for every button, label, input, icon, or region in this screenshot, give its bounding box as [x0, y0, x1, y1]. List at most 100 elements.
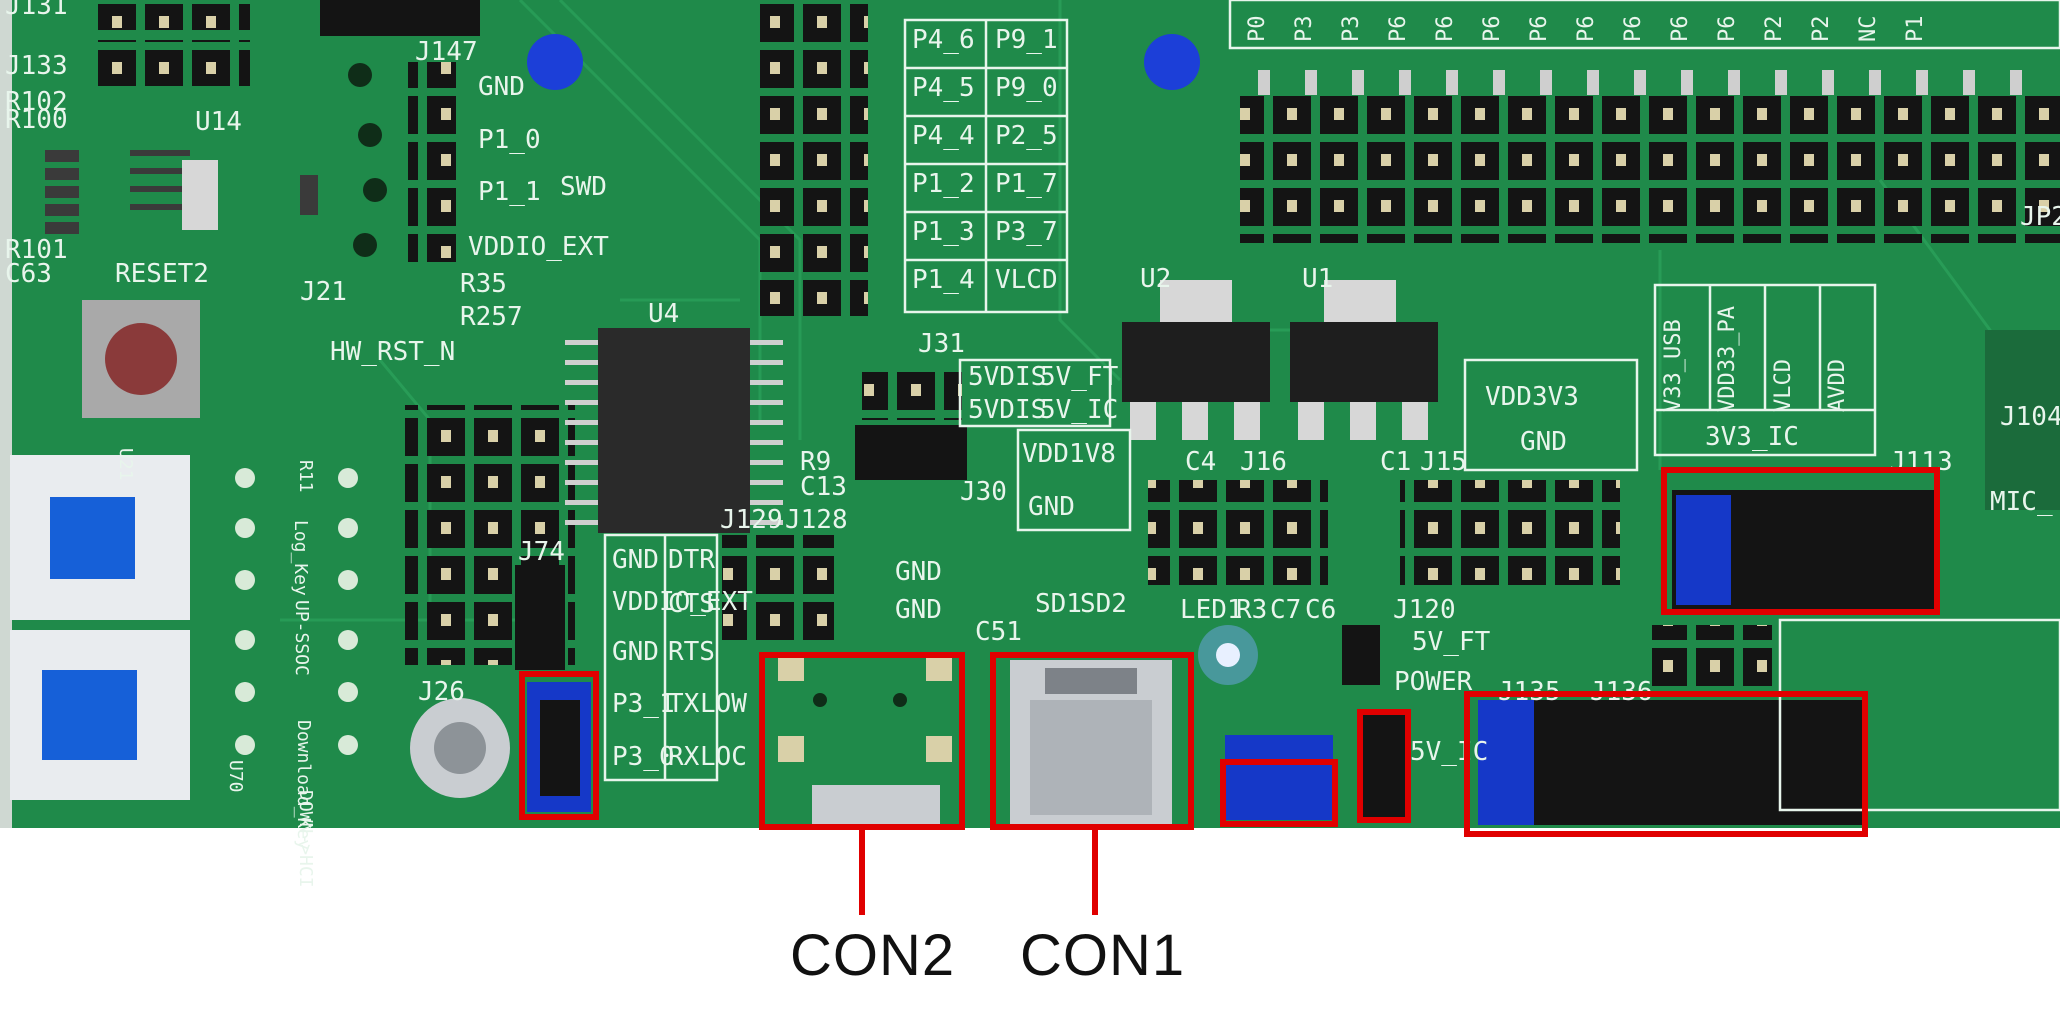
reset-button-cap: [105, 323, 177, 395]
silkscreen-label: R100: [5, 105, 68, 135]
silkscreen-label: VDDIO_EXT: [612, 587, 753, 617]
jumper-group-bottom-right: [1478, 700, 1866, 825]
silkscreen-label: VLCD: [995, 265, 1058, 295]
silkscreen-label: 5VDIS: [968, 362, 1046, 392]
blue-jumper-body: [540, 700, 580, 796]
silkscreen-label: J120: [1393, 595, 1456, 625]
con2-label: CON2: [790, 923, 956, 988]
connector-j104: [1985, 330, 2060, 510]
silkscreen-label: POWER: [1394, 667, 1473, 697]
silkscreen-label: J15: [1420, 447, 1467, 477]
silkscreen-label: V33_USB: [1661, 319, 1686, 412]
silkscreen-label: RTS: [668, 637, 715, 667]
header-j131: [90, 0, 250, 30]
silkscreen-label: P1_2: [912, 169, 975, 199]
silkscreen-label: P3_1: [612, 689, 675, 719]
jumper-5v-ic: [1360, 710, 1410, 820]
jumper-j31: [862, 365, 962, 420]
silkscreen-label: LOW: [700, 689, 747, 719]
silkscreen-label: 5V_FT: [1412, 627, 1491, 657]
header-j133: [90, 40, 250, 86]
silkscreen-label: J128: [785, 505, 848, 535]
silkscreen-label: MIC_: [1990, 487, 2053, 517]
mounting-hole: [527, 34, 583, 90]
button-pads: [235, 468, 358, 755]
silkscreen-label: P3: [1339, 16, 1364, 43]
highlight-blue-jumper: [519, 671, 599, 820]
header-top: [320, 0, 480, 36]
silkscreen-label: J16: [1240, 447, 1287, 477]
silkscreen-label: P2_5: [995, 121, 1058, 151]
regulator-u2: [1122, 322, 1270, 402]
silkscreen-label: P1_1: [478, 177, 541, 207]
silkscreen-label: JP2: [2020, 202, 2060, 232]
silkscreen-label: C13: [800, 472, 847, 502]
swd-header: [408, 62, 456, 262]
silkscreen-label: R257: [460, 302, 523, 332]
silkscreen-label: P6: [1386, 16, 1411, 43]
header-jp2-pins: [1258, 70, 2022, 95]
ic-u4: [598, 328, 750, 533]
silkscreen-label: P6: [1668, 16, 1693, 43]
silkscreen-label: HW_RST_N: [330, 337, 455, 367]
mounting-hole: [1144, 34, 1200, 90]
silkscreen-label: U1: [1302, 264, 1333, 294]
silkscreen-label: C1: [1380, 447, 1411, 477]
silkscreen-label: RESET2: [115, 259, 209, 289]
silkscreen-label: P1: [1903, 16, 1928, 43]
silkscreen-label: LOC: [700, 742, 747, 772]
silkscreen-label: R102: [5, 87, 68, 117]
silkscreen-label: 5V_IC: [1040, 395, 1118, 425]
silkscreen-label: U14: [195, 107, 242, 137]
silkscreen-label: DTR: [668, 545, 715, 575]
ic-u4-pins: [565, 340, 783, 525]
silkscreen-label: P2: [1809, 16, 1834, 43]
silkscreen-label: P6: [1715, 16, 1740, 43]
silkscreen-label: P6: [1621, 16, 1646, 43]
silkscreen-label: P1_0: [478, 125, 541, 155]
silkscreen-label: C6: [1305, 595, 1336, 625]
con1-label: CON1: [1020, 923, 1186, 988]
silkscreen-label: Download_Key: [293, 720, 314, 850]
silkscreen-label: GND: [895, 557, 942, 587]
jumper-j120: [1342, 625, 1380, 685]
download-key-cap: [42, 670, 137, 760]
silkscreen-label: P4_5: [912, 73, 975, 103]
silkscreen-label: J131: [5, 0, 68, 21]
silkscreen-label: P6: [1433, 16, 1458, 43]
silkscreen-label: P0: [1245, 16, 1270, 43]
jumper-j74: [515, 565, 565, 670]
silkscreen-label: J26: [418, 677, 465, 707]
silkscreen-label: GND: [612, 637, 659, 667]
silkscreen-label: P1_3: [912, 217, 975, 247]
silkscreen-label: GND: [1028, 492, 1075, 522]
jumper-j16: [1148, 480, 1328, 585]
highlight-5v-ic-jumper: [1357, 709, 1411, 823]
silkscreen-label: J21: [300, 277, 347, 307]
con2-hole: [893, 693, 907, 707]
silkscreen-label: C4: [1185, 447, 1216, 477]
highlight-bottom-right-jumpers: [1464, 691, 1868, 837]
jumper-group-blue: [1478, 700, 1534, 825]
jumper-above-group: [1652, 625, 1772, 695]
con1-connector-body: [1030, 700, 1152, 815]
silkscreen-label: SWD: [560, 172, 607, 202]
highlight-power-jumper: [1220, 759, 1338, 827]
standoff-screw-head: [434, 722, 486, 774]
silkscreen-label: P4_6: [912, 25, 975, 55]
con2-pad: [926, 736, 952, 762]
silkscreen-label: R35: [460, 269, 507, 299]
silkscreen-label: C63: [5, 259, 52, 289]
test-points: [348, 63, 387, 257]
silkscreen-label: P1_7: [995, 169, 1058, 199]
silkscreen-label: SD2: [1080, 589, 1127, 619]
silkscreen-label: J104: [2000, 402, 2060, 432]
jumper-j15: [1400, 480, 1620, 585]
regulator-u1-tab: [1324, 280, 1396, 325]
regulator-u2-tab: [1160, 280, 1232, 325]
silkscreen-label: VDD3V3: [1485, 382, 1579, 412]
silkscreen-label: 5V_FT: [1040, 362, 1119, 392]
blue-jumper-power: [1225, 735, 1333, 820]
silkscreen-label: P3: [1292, 16, 1317, 43]
silkscreen-label: R9: [800, 447, 831, 477]
